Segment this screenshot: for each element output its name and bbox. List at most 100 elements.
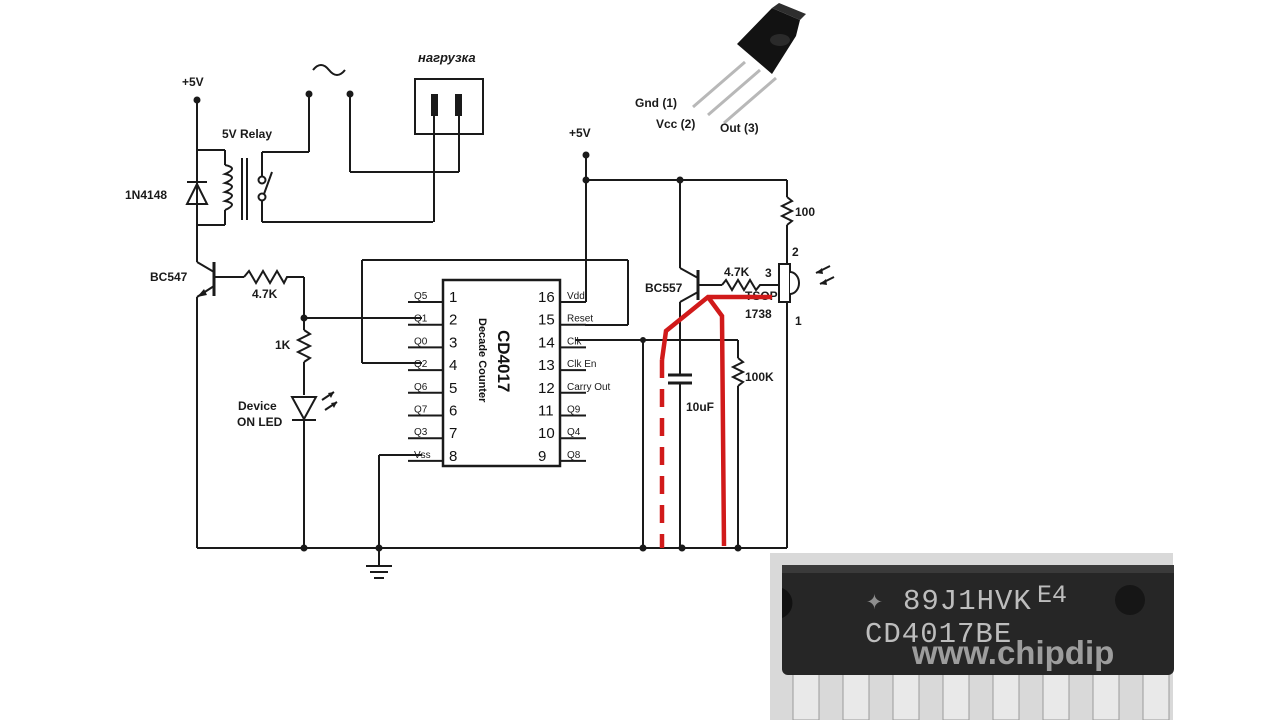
ic-name: CD4017 — [494, 330, 513, 392]
tsop-pin3: 3 — [765, 266, 772, 280]
relay-label: 5V Relay — [222, 127, 272, 141]
reset-feedback-wire — [361, 259, 629, 364]
chip-leg — [942, 667, 970, 720]
capacitor-label: 10uF — [686, 400, 714, 414]
base-resistor-label: 4.7K — [252, 287, 278, 301]
tsop-pin2: 2 — [792, 245, 799, 259]
ic-pin-number: 11 — [538, 403, 554, 420]
load-label: нагрузка — [418, 50, 476, 65]
sensor-out-label: Out (3) — [720, 121, 759, 135]
ic-pin-number: 7 — [449, 425, 457, 442]
supply-label-left: +5V — [182, 75, 204, 89]
led-label-line2: ON LED — [237, 415, 283, 429]
ic-pin-number: 3 — [449, 334, 457, 351]
red-trace-overlay — [659, 294, 772, 548]
ic-pin-number: 12 — [538, 380, 555, 397]
right-resistor — [721, 278, 787, 292]
chip-leg — [892, 667, 920, 720]
relay-driver-section: +5V 1N4148 5V Relay — [125, 50, 484, 548]
ic-pin-number: 8 — [449, 448, 457, 465]
ic-pin-8: Vss 8 — [408, 448, 457, 465]
resistor-100 — [779, 196, 795, 226]
ic-pin-9: Q8 9 — [538, 448, 586, 465]
resistor-100k-label: 100K — [745, 370, 774, 384]
chip-legs — [792, 667, 1170, 720]
ic-pin-name: Q0 — [414, 336, 428, 347]
ic-pin-name: Q8 — [567, 450, 581, 461]
ic-pin-number: 15 — [538, 312, 555, 329]
ic-pin-name: Q9 — [567, 405, 581, 416]
ic-pin-4: Q2 4 — [408, 357, 457, 374]
ic-pin-name: Vss — [414, 450, 431, 461]
resistor-top-label: 100 — [795, 205, 815, 219]
flyback-diode — [185, 181, 209, 205]
ic-pin-number: 10 — [538, 425, 555, 442]
ic-pin-3: Q0 3 — [408, 334, 457, 351]
ic-pin-number: 13 — [538, 357, 555, 374]
ic-pin-name: Q2 — [414, 359, 428, 370]
tsop-pin1: 1 — [795, 314, 802, 328]
chip-leg — [792, 667, 820, 720]
ic-pin-name: Clk — [567, 336, 582, 347]
ic-subtitle: Decade Counter — [476, 318, 488, 403]
relay-contact — [257, 95, 433, 223]
ground-symbol — [366, 565, 392, 579]
ic-pin-number: 14 — [538, 334, 555, 351]
ic-pin-11: Q9 11 — [538, 403, 586, 420]
ic-pin-number: 5 — [449, 380, 457, 397]
ic-pin-12: Carry Out 12 — [538, 380, 611, 397]
transistor-left-label: BC547 — [150, 270, 188, 284]
ic-pin-name: Q1 — [414, 314, 428, 325]
clock-wire — [575, 337, 738, 548]
sensor-gnd-label: Gnd (1) — [635, 96, 677, 110]
tsop-receiver — [778, 263, 835, 548]
sensor-vcc-label: Vcc (2) — [656, 117, 695, 131]
ic-pin-name: Q5 — [414, 291, 428, 302]
ic-pin-name: Q7 — [414, 405, 428, 416]
transistor-bc547 — [196, 225, 244, 548]
led-resistor-label: 1K — [275, 338, 291, 352]
ic-pin-2: Q1 2 — [408, 312, 457, 329]
chip-leg — [1042, 667, 1070, 720]
chip-leg — [992, 667, 1020, 720]
ac-symbol — [312, 64, 346, 76]
ground-bus — [197, 454, 787, 579]
ic-pin-number: 2 — [449, 312, 457, 329]
transistor-bc557 — [679, 180, 722, 360]
ic-pin-name: Vdd — [567, 291, 585, 302]
chip-marking-line1: 89J1HVK — [903, 585, 1032, 618]
ic-pin-7: Q3 7 — [408, 425, 457, 442]
ic-pin-name: Carry Out — [567, 382, 611, 393]
supply-label-mid: +5V — [569, 126, 591, 140]
ic-pin-15: Reset 15 — [538, 312, 593, 329]
chip-logo-icon: ✦ — [866, 587, 883, 618]
ic-pin-14: Clk 14 — [538, 334, 586, 351]
device-on-led — [290, 391, 338, 548]
vdd-wire: +5V — [569, 126, 787, 303]
led-label-line1: Device — [238, 399, 277, 413]
resistor-100k — [730, 357, 746, 387]
chip-marking-suffix: E4 — [1037, 581, 1067, 610]
ic-pin-10: Q4 10 — [538, 425, 586, 442]
ac-terminal-1 — [305, 90, 313, 98]
transistor-right-label: BC557 — [645, 281, 683, 295]
ic-pin-name: Q3 — [414, 427, 428, 438]
ic-pin-name: Q4 — [567, 427, 581, 438]
receiver-section: BC557 4.7K 10uF 100K 100 — [645, 180, 835, 548]
load-socket — [414, 78, 484, 222]
chip-marking-line2: CD4017BE — [865, 618, 1012, 651]
chip-leg — [842, 667, 870, 720]
ic-pin-number: 4 — [449, 357, 457, 374]
right-resistor-label: 4.7K — [724, 265, 750, 279]
ic-pin-name: Reset — [567, 314, 593, 325]
chip-leg — [1142, 667, 1170, 720]
ic-pin-number: 9 — [538, 448, 546, 465]
